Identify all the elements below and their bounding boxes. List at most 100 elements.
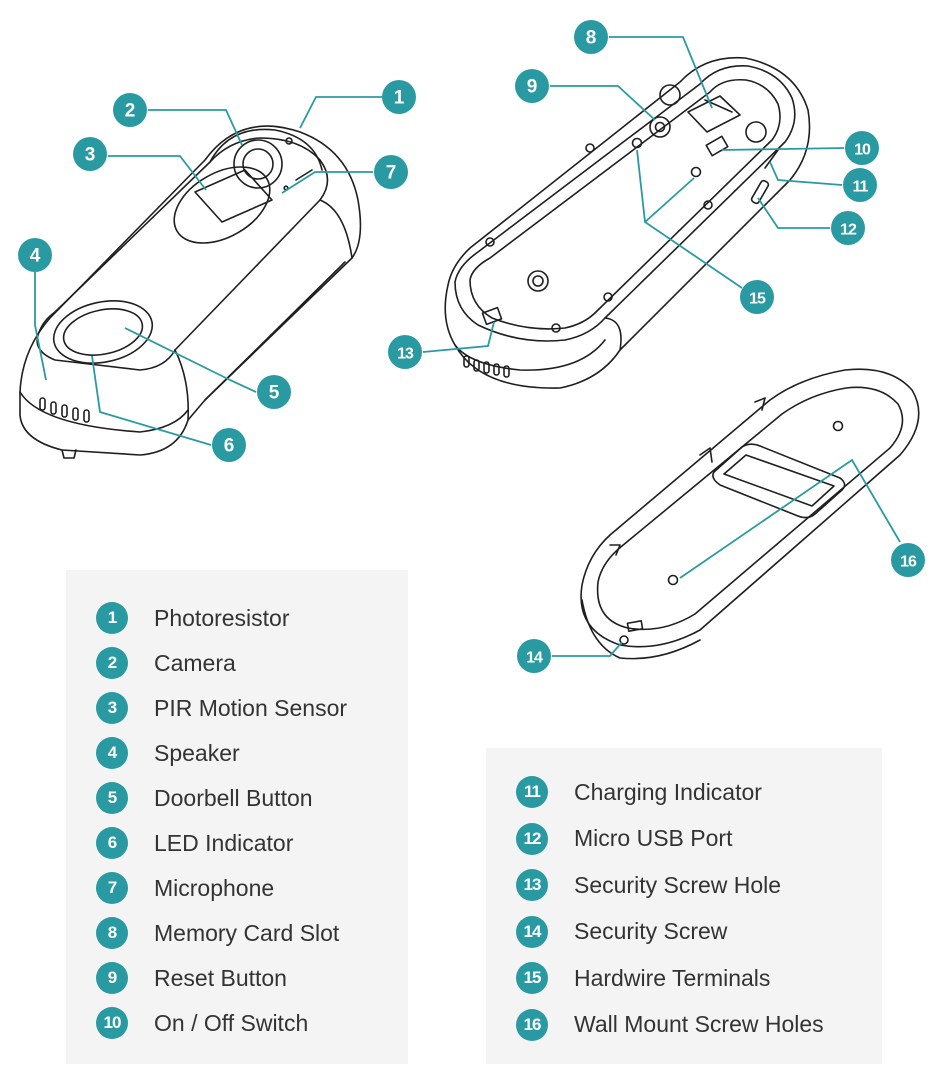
- legend-label: Speaker: [154, 739, 240, 766]
- security-screw-hole-tab: [481, 306, 503, 326]
- bracket-cutout-inner: [723, 454, 835, 507]
- callout-circle: [845, 131, 879, 165]
- doorbell-button-face: [62, 308, 144, 356]
- callout-number: 13: [397, 346, 414, 363]
- legend-label: Security Screw Hole: [574, 871, 782, 898]
- callout-number: 12: [840, 222, 857, 239]
- callout-badge-11: 11: [843, 168, 877, 202]
- callout-badge-12: 12: [831, 211, 865, 245]
- front-foot: [61, 449, 77, 459]
- callout-circle: [113, 93, 147, 127]
- bracket-cutout: [712, 443, 846, 519]
- reset-button-ring: [649, 116, 671, 138]
- back-screw-hole-right: [745, 121, 767, 143]
- legend-badge: 2: [96, 647, 128, 679]
- leader-line-5: [124, 327, 257, 393]
- back-clip-3: [703, 200, 713, 210]
- leader-line-13: [422, 321, 495, 353]
- charging-indicator-slot: [764, 149, 779, 169]
- callout-badge-9: 9: [515, 69, 549, 103]
- callout-number: 14: [526, 650, 543, 667]
- callout-badge-10: 10: [845, 131, 879, 165]
- doorbell-front-view: [19, 125, 362, 459]
- back-screw-hole-top: [659, 84, 681, 106]
- callout-circle: [374, 155, 408, 189]
- legend-badge: 8: [96, 917, 128, 949]
- speaker-grille: [39, 397, 90, 423]
- callout-number: 10: [854, 142, 871, 159]
- legend-badge: 11: [516, 776, 548, 808]
- legend-label: On / Off Switch: [154, 1009, 309, 1036]
- legend-badge: 4: [96, 737, 128, 769]
- legend-badge: 7: [96, 872, 128, 904]
- camera-lens-outer: [233, 139, 283, 189]
- legend-badge: 1: [96, 602, 128, 634]
- mic-slot: [295, 169, 313, 181]
- callout-badge-1: 1: [382, 80, 416, 114]
- back-clip-2: [485, 237, 495, 247]
- callout-badge-4: 4: [18, 238, 52, 272]
- legend-label: Security Screw: [574, 918, 728, 944]
- legend-badge: 16: [516, 1008, 548, 1041]
- callout-badge-14: 14: [517, 639, 551, 673]
- legend-badge: 14: [516, 915, 548, 948]
- legend-item-9: 9 Reset Button: [96, 962, 287, 994]
- micro-usb-port: [750, 179, 770, 205]
- callout-badge-7: 7: [374, 155, 408, 189]
- hardwire-terminal-1: [631, 137, 643, 149]
- callout-badge-15: 15: [740, 280, 774, 314]
- legend-item-4: 4 Speaker: [96, 737, 240, 769]
- mounting-bracket: [580, 368, 920, 660]
- legend-label: Memory Card Slot: [154, 919, 340, 946]
- callout-circle: [73, 137, 107, 171]
- callout-circle: [891, 543, 925, 577]
- pir-sensor-window: [173, 166, 271, 244]
- leader-line-2: [148, 109, 243, 146]
- bracket-clip-2: [754, 397, 766, 411]
- legend-badge: 3: [96, 692, 128, 724]
- back-right-side: [604, 317, 622, 351]
- callout-number: 2: [125, 101, 136, 122]
- callout-circle: [18, 238, 52, 272]
- callout-number: 5: [269, 383, 280, 404]
- front-base-edge: [19, 391, 189, 433]
- memory-card-slot: [687, 95, 741, 133]
- callout-leaders: [34, 36, 901, 657]
- callout-number: 6: [224, 436, 235, 457]
- bracket-screw-hole-bottom: [667, 574, 679, 586]
- legend-badge: 5: [96, 782, 128, 814]
- camera-lens-inner: [242, 148, 274, 180]
- callout-number: 7: [386, 163, 397, 184]
- leader-line-6: [91, 355, 212, 446]
- legend-item-14: 14 Security Screw: [516, 915, 728, 948]
- back-body-outline: [444, 56, 811, 389]
- callout-circle: [831, 211, 865, 245]
- callout-number: 16: [900, 554, 917, 571]
- callout-badge-16: 16: [891, 543, 925, 577]
- front-right-edge: [319, 199, 353, 259]
- pir-lens: [194, 169, 273, 223]
- legend-label: PIR Motion Sensor: [154, 694, 348, 721]
- callout-badge-2: 2: [113, 93, 147, 127]
- callout-circle: [212, 428, 246, 462]
- bracket-clip-3: [609, 544, 621, 556]
- back-clip-4: [603, 292, 613, 302]
- front-side-edge: [174, 349, 190, 421]
- legend-item-2: 2 Camera: [96, 647, 236, 679]
- bracket-outer: [580, 368, 920, 648]
- legend-item-8: 8 Memory Card Slot: [96, 917, 339, 949]
- legend-label: Camera: [154, 649, 236, 676]
- legend-badge: 9: [96, 962, 128, 994]
- front-top-face: [36, 137, 329, 371]
- legend-item-3: 3 PIR Motion Sensor: [96, 692, 347, 724]
- legend-label: Reset Button: [154, 964, 287, 991]
- callout-circle: [574, 20, 608, 54]
